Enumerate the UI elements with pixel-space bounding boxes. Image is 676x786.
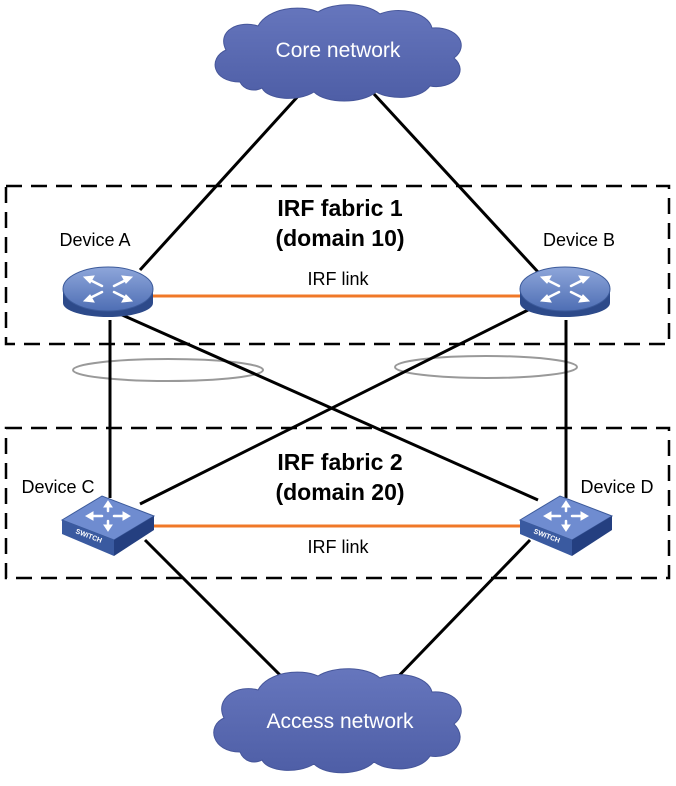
- access-network-label: Access network: [266, 710, 414, 733]
- link-device-a-device-d: [119, 312, 539, 502]
- aggregation-ellipse-right: [394, 355, 578, 379]
- link-core-device-a: [138, 92, 302, 272]
- irf-link-2-label: IRF link: [307, 537, 369, 557]
- device-c-label: Device C: [21, 477, 94, 497]
- irf-fabric-1-boundary: [4, 184, 671, 346]
- fabric-1-title: IRF fabric 1: [277, 195, 402, 221]
- aggregation-ellipse-left: [72, 358, 264, 382]
- link-device-d-access: [388, 538, 532, 687]
- fabric-2-title: IRF fabric 2: [277, 449, 402, 475]
- irf-link-1-label: IRF link: [307, 269, 369, 289]
- device-b[interactable]: Device B: [519, 230, 615, 317]
- link-core-device-b: [372, 92, 540, 274]
- network-links: [108, 92, 568, 687]
- link-device-c-access: [143, 538, 292, 687]
- router-icon: [62, 266, 154, 317]
- device-b-label: Device B: [543, 230, 615, 250]
- device-c[interactable]: Device C SWITCH: [21, 477, 156, 556]
- fabric-1-domain: (domain 10): [275, 225, 404, 251]
- switch-icon: SWITCH: [60, 495, 156, 556]
- irf-fabric-2-boundary: [4, 426, 671, 580]
- access-network-cloud: Access network: [213, 668, 462, 774]
- device-d[interactable]: Device D SWITCH: [518, 477, 654, 556]
- switch-icon: SWITCH: [518, 495, 614, 556]
- device-d-label: Device D: [580, 477, 653, 497]
- fabric-2-domain: (domain 20): [275, 479, 404, 505]
- link-device-b-device-c: [139, 306, 533, 506]
- core-network-label: Core network: [276, 39, 401, 62]
- device-a-label: Device A: [59, 230, 130, 250]
- device-a[interactable]: Device A: [59, 230, 154, 317]
- router-icon: [519, 266, 611, 317]
- core-network-cloud: Core network: [214, 4, 462, 102]
